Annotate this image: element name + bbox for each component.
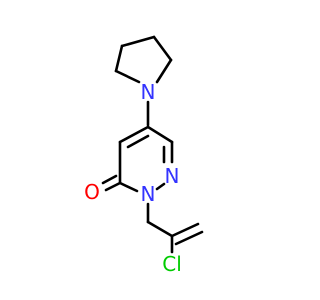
bond-c5-c6	[146, 125, 174, 144]
bond-carbonyl-double-a	[104, 181, 122, 192]
bond-c4-c5-double-b	[126, 134, 150, 149]
bond-pyrrolidine-c2-c3	[120, 35, 156, 48]
chloroallyl-chain	[146, 202, 204, 254]
bond-n2-c3	[118, 181, 139, 193]
atom-label-chlorine: Cl	[162, 252, 182, 276]
atom-label-pyrrolidine-n: N	[141, 80, 156, 104]
bond-pyrrolidine-c1-c2	[114, 44, 124, 73]
pyrrolidine-ring	[114, 35, 173, 84]
atom-label-carbonyl-o: O	[84, 180, 100, 204]
bond-pyrrolidine-c3-c4	[152, 35, 173, 62]
bond-carbonyl-double-b	[101, 174, 118, 185]
bond-n1-n2	[155, 182, 166, 191]
bond-c4-c5-double-a	[118, 125, 150, 144]
molecule-diagram: N N N O Cl	[84, 35, 204, 276]
bond-ch2-ccl	[146, 220, 174, 238]
bond-ccl-ch2-double-a	[170, 222, 200, 238]
bond-pyrrolidine-n-c1	[114, 69, 141, 84]
atom-label-ring-n1: N	[165, 164, 180, 188]
atom-label-ring-n2: N	[141, 182, 156, 206]
pyridazinone-ring	[101, 125, 174, 193]
bond-ccl-ch2-double-b	[174, 230, 204, 246]
bond-pyrrolidine-c4-n	[155, 58, 173, 84]
